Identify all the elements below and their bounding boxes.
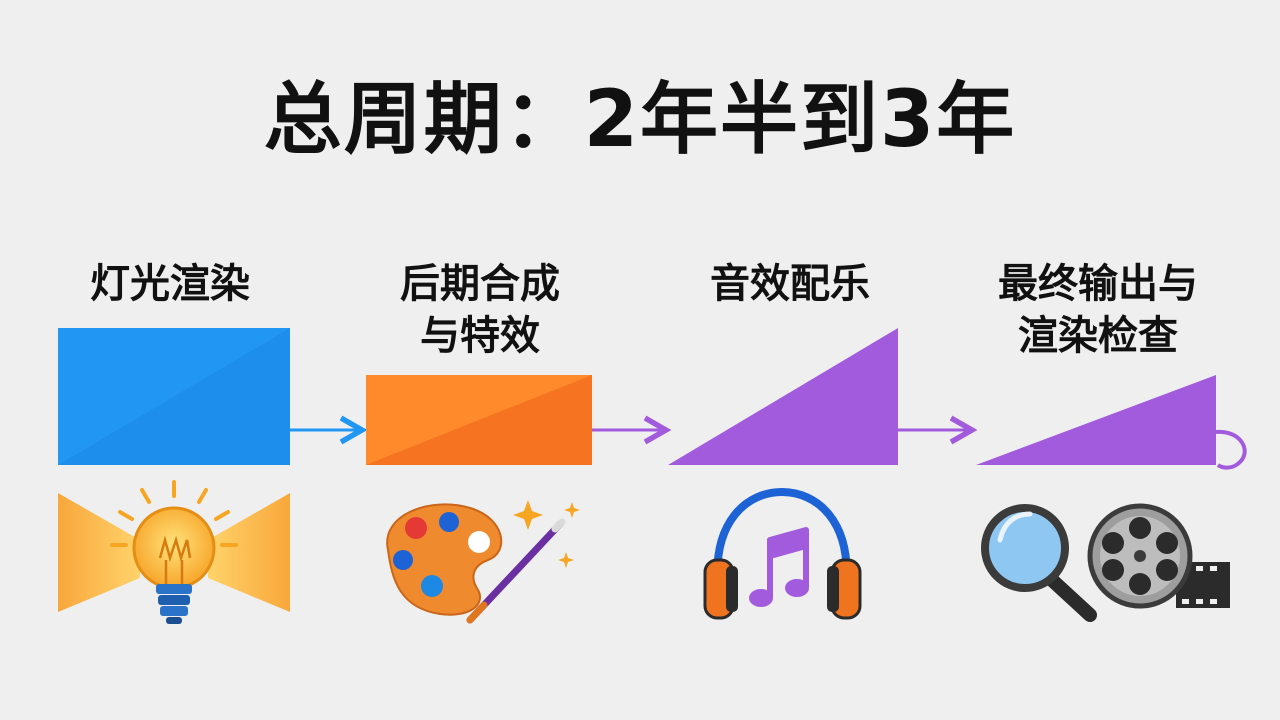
- stage-label-compositing: 后期合成 与特效: [350, 258, 610, 362]
- stage-label-lighting: 灯光渲染: [40, 258, 300, 310]
- stage-label-line: 音效配乐: [710, 261, 870, 307]
- stage-shape-compositing: [366, 375, 592, 465]
- page-title: 总周期：2年半到3年: [263, 75, 1017, 165]
- light-bulb-icon: [58, 480, 290, 624]
- stage-label-audio: 音效配乐: [660, 258, 920, 310]
- stage-shape-audio: [668, 328, 898, 465]
- stage-shape-lighting: [58, 328, 290, 465]
- stage-shape-output: [976, 375, 1247, 470]
- stage-bar-shade: [366, 375, 592, 465]
- stage-label-line: 与特效: [420, 313, 540, 359]
- magnifier-film-reel-icon: [981, 503, 1230, 622]
- stage-label-output: 最终输出与 渲染检查: [968, 258, 1228, 362]
- stage-label-line: 渲染检查: [1018, 313, 1178, 359]
- stage-label-line: 灯光渲染: [90, 261, 250, 307]
- curl-arrow: [1215, 429, 1247, 470]
- stage-label-line: 最终输出与: [998, 261, 1198, 307]
- stage-label-line: 后期合成: [400, 261, 560, 307]
- palette-icon: [386, 500, 580, 624]
- stage-bar: [976, 375, 1216, 465]
- stage-bar-shade: [58, 328, 290, 465]
- headphones-icon: [703, 487, 862, 620]
